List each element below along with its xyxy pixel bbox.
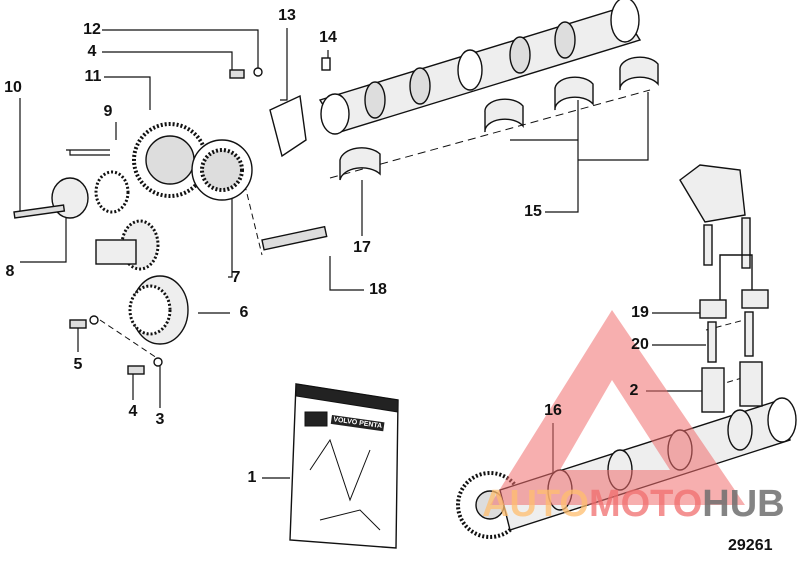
drawing-number: 29261 — [728, 537, 773, 554]
callout-9[interactable]: 9 — [103, 103, 113, 120]
watermark-moto: MOTO — [588, 483, 703, 525]
callout-2[interactable]: 2 — [629, 382, 639, 399]
gear-9 — [94, 170, 130, 214]
callout-5[interactable]: 5 — [73, 356, 83, 373]
leader-11 — [104, 76, 151, 110]
callout-12[interactable]: 12 — [83, 21, 101, 38]
callout-15[interactable]: 15 — [524, 203, 542, 220]
leader-4-top — [102, 51, 233, 72]
callout-14[interactable]: 14 — [319, 29, 337, 46]
watermark-auto: AUTO — [482, 483, 589, 525]
leader-7 — [228, 165, 233, 278]
leader-12 — [102, 29, 259, 70]
callout-18[interactable]: 18 — [369, 281, 387, 298]
camshaft-upper — [318, 0, 642, 135]
callout-7[interactable]: 7 — [231, 269, 241, 286]
gasket-13 — [269, 94, 307, 158]
bearing-17 — [339, 147, 381, 181]
callout-6[interactable]: 6 — [239, 304, 249, 321]
callout-17[interactable]: 17 — [353, 239, 371, 256]
callout-1[interactable]: 1 — [247, 469, 257, 486]
leader-13 — [280, 28, 288, 101]
watermark-logo: AUTOMOTOHUB — [482, 485, 785, 523]
callout-8[interactable]: 8 — [5, 263, 15, 280]
callout-20[interactable]: 20 — [631, 336, 649, 353]
leader-18 — [329, 256, 364, 291]
watermark-triangle — [490, 310, 745, 505]
leader-9 — [66, 122, 117, 156]
bearing-15a — [484, 98, 524, 133]
callout-4[interactable]: 4 — [87, 43, 97, 60]
callout-4-lower[interactable]: 4 — [128, 403, 138, 420]
gasket-bag — [289, 383, 399, 549]
callout-13[interactable]: 13 — [278, 7, 296, 24]
callout-3[interactable]: 3 — [155, 411, 165, 428]
leader-15 — [510, 92, 649, 213]
callout-16[interactable]: 16 — [544, 402, 562, 419]
rocker-arm — [679, 164, 746, 223]
callout-19[interactable]: 19 — [631, 304, 649, 321]
watermark-hub: HUB — [702, 483, 785, 525]
callout-11[interactable]: 11 — [84, 68, 102, 85]
bearing-15c — [619, 56, 659, 91]
bearing-15b — [554, 76, 594, 111]
leader-8 — [20, 215, 67, 263]
callout-10[interactable]: 10 — [4, 79, 22, 96]
